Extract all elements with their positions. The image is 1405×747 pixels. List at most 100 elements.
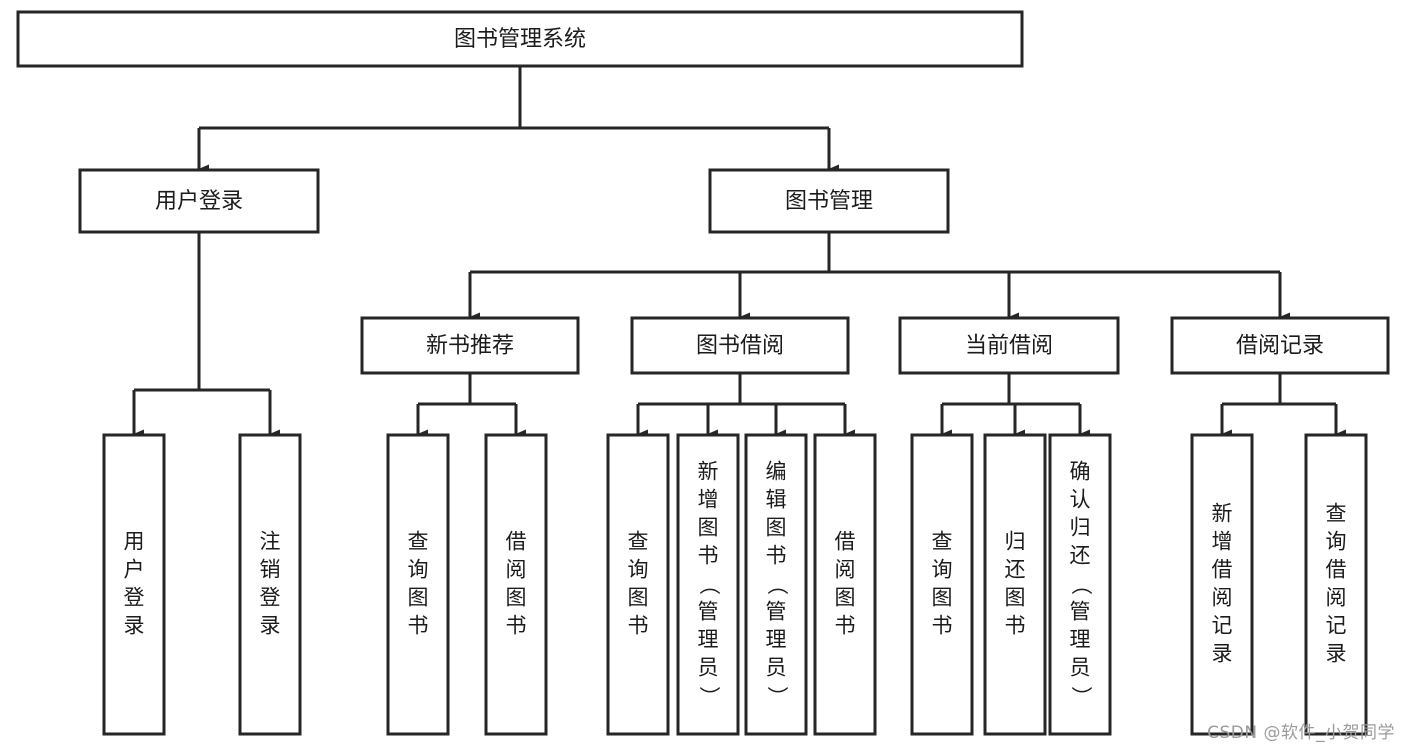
node-l1-book-manage[interactable]: 图书管理: [708, 168, 950, 234]
node-l2-new-book-rect: [360, 316, 580, 375]
leaf-node-leaf-query-book-new-char: 图: [408, 586, 429, 610]
leaf-node-leaf-user-login[interactable]: 用户登录: [102, 433, 166, 736]
connector-l1-user-login-to-leaves: [132, 232, 280, 439]
leaf-node-leaf-logout-rect: [238, 433, 302, 736]
node-l2-borrow-label: 图书借阅: [696, 334, 784, 359]
leaf-node-leaf-add-book-char: 管: [698, 600, 719, 624]
leaf-node-leaf-logout-char: 销: [260, 558, 281, 582]
leaf-node-leaf-add-record-char: 记: [1212, 614, 1233, 638]
leaf-node-leaf-edit-book-char: 辑: [766, 488, 787, 512]
leaf-node-leaf-edit-book-char: 图: [766, 516, 787, 540]
leaf-node-leaf-confirm-return-char: ）: [1069, 686, 1093, 707]
leaf-node-leaf-logout-char: 登: [260, 586, 281, 610]
leaf-node-leaf-query-book-borrow-char: 查: [628, 530, 649, 554]
node-l2-record-rect: [1170, 316, 1390, 375]
leaf-node-leaf-query-book-new-rect: [386, 433, 450, 736]
leaf-node-leaf-borrow-book-char: 阅: [835, 558, 856, 582]
leaf-node-leaf-edit-book-rect: [744, 433, 808, 736]
leaf-node-leaf-edit-book-char: 管: [766, 600, 787, 624]
leaf-node-leaf-borrow-book-rect: [813, 433, 877, 736]
leaf-node-leaf-confirm-return-char: 认: [1070, 488, 1091, 512]
node-root-root-rect: [16, 10, 1024, 68]
leaf-node-leaf-query-record-char: 询: [1326, 530, 1347, 554]
leaf-node-leaf-query-book-new-char: 书: [408, 614, 429, 638]
node-l1-user-login-rect: [78, 168, 320, 234]
leaf-node-leaf-query-record-char: 阅: [1326, 586, 1347, 610]
leaf-node-leaf-add-book-char: 图: [698, 516, 719, 540]
leaf-node-leaf-query-book-current-char: 查: [932, 530, 953, 554]
connector-root-to-level1: [197, 66, 839, 174]
connector-l2-current-to-leaves: [940, 373, 1090, 439]
leaf-node-leaf-query-book-borrow-rect: [606, 433, 670, 736]
leaf-node-leaf-logout-char: 录: [260, 614, 281, 638]
node-l1-book-manage-rect: [708, 168, 950, 234]
leaf-node-leaf-edit-book-char: （: [765, 574, 789, 595]
node-l1-user-login-label: 用户登录: [155, 189, 243, 214]
leaf-node-leaf-borrow-book-new-char: 借: [506, 530, 527, 554]
leaf-node-leaf-confirm-return-char: 理: [1070, 628, 1091, 652]
leaf-node-leaf-confirm-return-char: 确: [1070, 460, 1091, 484]
leaf-node-leaf-add-book-char: 增: [698, 488, 719, 512]
leaf-node-leaf-add-record-rect: [1190, 433, 1254, 736]
connector-l2-new-book-to-leaves: [416, 373, 526, 439]
node-root-root[interactable]: 图书管理系统: [16, 10, 1024, 68]
leaf-node-leaf-user-login-char: 录: [124, 614, 145, 638]
leaf-node-leaf-return-book-char: 书: [1005, 614, 1026, 638]
node-l2-current[interactable]: 当前借阅: [898, 316, 1120, 375]
leaf-node-leaf-return-book-rect: [983, 433, 1047, 736]
leaf-node-leaf-add-book-char: （: [697, 574, 721, 595]
leaf-node-leaf-return-book-char: 图: [1005, 586, 1026, 610]
leaf-node-leaf-query-record-char: 录: [1326, 642, 1347, 666]
leaf-node-leaf-add-record-char: 增: [1212, 530, 1233, 554]
leaf-node-leaf-add-book-char: ）: [697, 686, 721, 707]
node-l2-record[interactable]: 借阅记录: [1170, 316, 1390, 375]
node-l1-user-login[interactable]: 用户登录: [78, 168, 320, 234]
leaf-node-leaf-user-login-rect: [102, 433, 166, 736]
node-l2-new-book-label: 新书推荐: [426, 334, 514, 359]
node-layer: 图书管理系统用户登录图书管理新书推荐图书借阅当前借阅借阅记录用户登录注销登录查询…: [16, 10, 1390, 736]
connector-bookmanage-to-level2: [468, 232, 1290, 322]
leaf-node-leaf-borrow-book-char: 图: [835, 586, 856, 610]
leaf-node-leaf-edit-book-char: 理: [766, 628, 787, 652]
connector-l2-borrow-to-leaves: [636, 373, 855, 439]
leaf-node-leaf-query-record-rect: [1304, 433, 1368, 736]
leaf-node-leaf-borrow-book-char: 借: [835, 530, 856, 554]
leaf-node-leaf-add-book-char: 书: [698, 544, 719, 568]
leaf-node-leaf-edit-book-char: 书: [766, 544, 787, 568]
node-l2-current-rect: [898, 316, 1120, 375]
leaf-node-leaf-query-book-borrow-char: 书: [628, 614, 649, 638]
leaf-node-leaf-edit-book-char: 员: [766, 656, 787, 680]
leaf-node-leaf-add-record-char: 录: [1212, 642, 1233, 666]
leaf-node-leaf-add-book-char: 新: [698, 460, 719, 484]
leaf-node-leaf-query-book-current-char: 图: [932, 586, 953, 610]
leaf-node-leaf-return-book-char: 还: [1005, 558, 1026, 582]
leaf-node-leaf-confirm-return-rect: [1048, 433, 1112, 736]
leaf-node-leaf-query-book-new-char: 询: [408, 558, 429, 582]
leaf-node-leaf-add-record-char: 阅: [1212, 586, 1233, 610]
leaf-node-leaf-query-book-new-char: 查: [408, 530, 429, 554]
leaf-node-leaf-add-book-char: 员: [698, 656, 719, 680]
node-l2-record-label: 借阅记录: [1236, 334, 1324, 359]
leaf-node-leaf-logout-char: 注: [260, 530, 281, 554]
node-l2-borrow[interactable]: 图书借阅: [630, 316, 850, 375]
leaf-node-leaf-query-book-current-char: 询: [932, 558, 953, 582]
node-l2-new-book[interactable]: 新书推荐: [360, 316, 580, 375]
leaf-node-leaf-confirm-return-char: 还: [1070, 544, 1091, 568]
leaf-node-leaf-edit-book-char: 编: [766, 460, 787, 484]
leaf-node-leaf-query-book-borrow-char: 图: [628, 586, 649, 610]
leaf-node-leaf-edit-book-char: ）: [765, 686, 789, 707]
